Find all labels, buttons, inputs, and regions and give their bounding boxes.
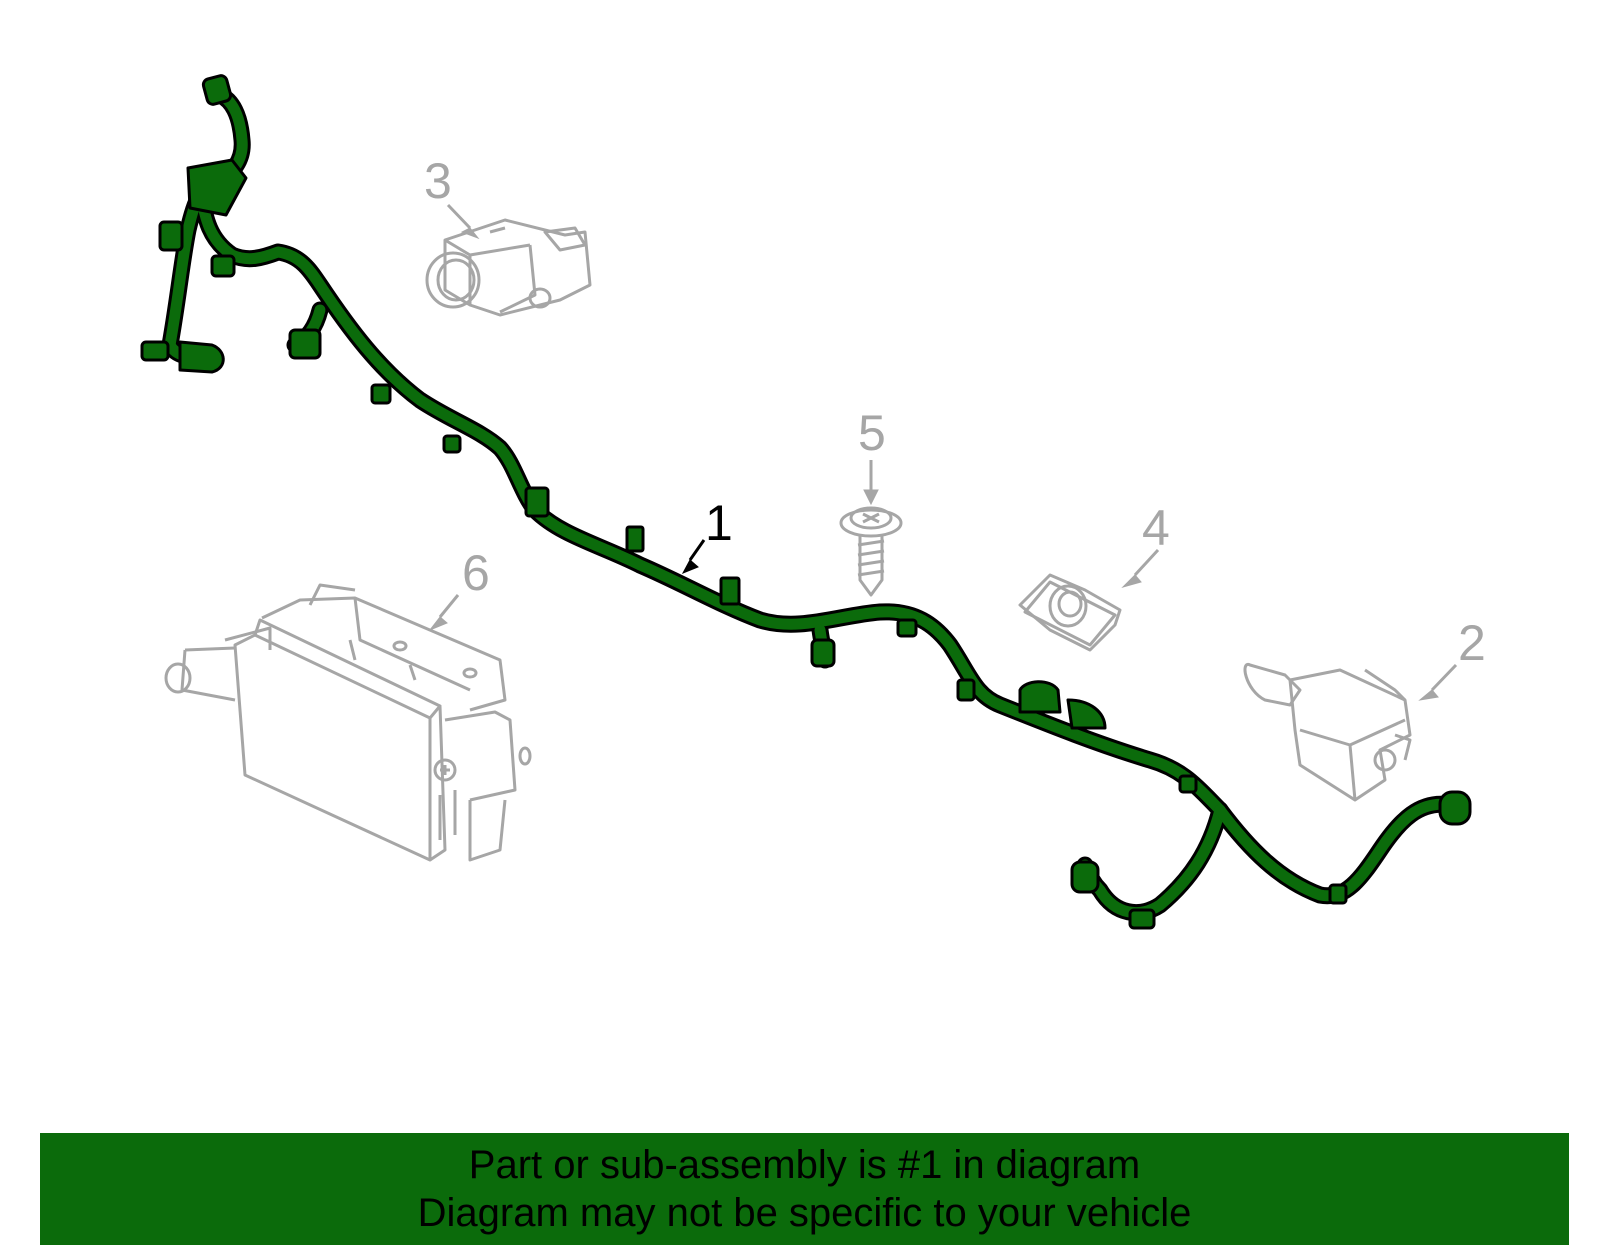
banner-line-2: Diagram may not be specific to your vehi… (417, 1191, 1192, 1235)
callout-number-1: 1 (705, 495, 733, 551)
callout-arrow-6 (438, 594, 460, 618)
callout-arrowhead-5 (863, 489, 879, 506)
banner-line-1: Part or sub-assembly is #1 in diagram (468, 1143, 1141, 1187)
callout-number-4: 4 (1142, 500, 1170, 556)
callout-arrowhead-2 (1418, 689, 1439, 701)
sensor-part-3 (425, 218, 592, 317)
callout-number-5: 5 (858, 405, 886, 461)
callout-arrow-4 (1133, 548, 1160, 577)
callout-arrowhead-1 (681, 559, 699, 574)
callout-arrowhead-3 (460, 227, 480, 240)
callout-arrowhead-4 (1121, 574, 1142, 588)
callout-arrow-1 (688, 539, 706, 561)
disclaimer-banner: Part or sub-assembly is #1 in diagram Di… (40, 1133, 1569, 1245)
screw-part-5 (839, 506, 903, 597)
callout-arrow-2 (1430, 663, 1458, 692)
callout-arrow-3 (446, 203, 472, 230)
callout-arrowhead-6 (428, 616, 448, 632)
callout-number-2: 2 (1458, 615, 1486, 671)
clip-nut-part-4 (1018, 573, 1122, 652)
wiring-harness-part-1 (140, 74, 1472, 930)
callout-number-6: 6 (462, 545, 490, 601)
sensor-part-2 (1243, 663, 1412, 802)
callout-number-3: 3 (424, 153, 452, 209)
control-module-part-6 (164, 583, 532, 862)
callout-arrows (428, 203, 1458, 701)
